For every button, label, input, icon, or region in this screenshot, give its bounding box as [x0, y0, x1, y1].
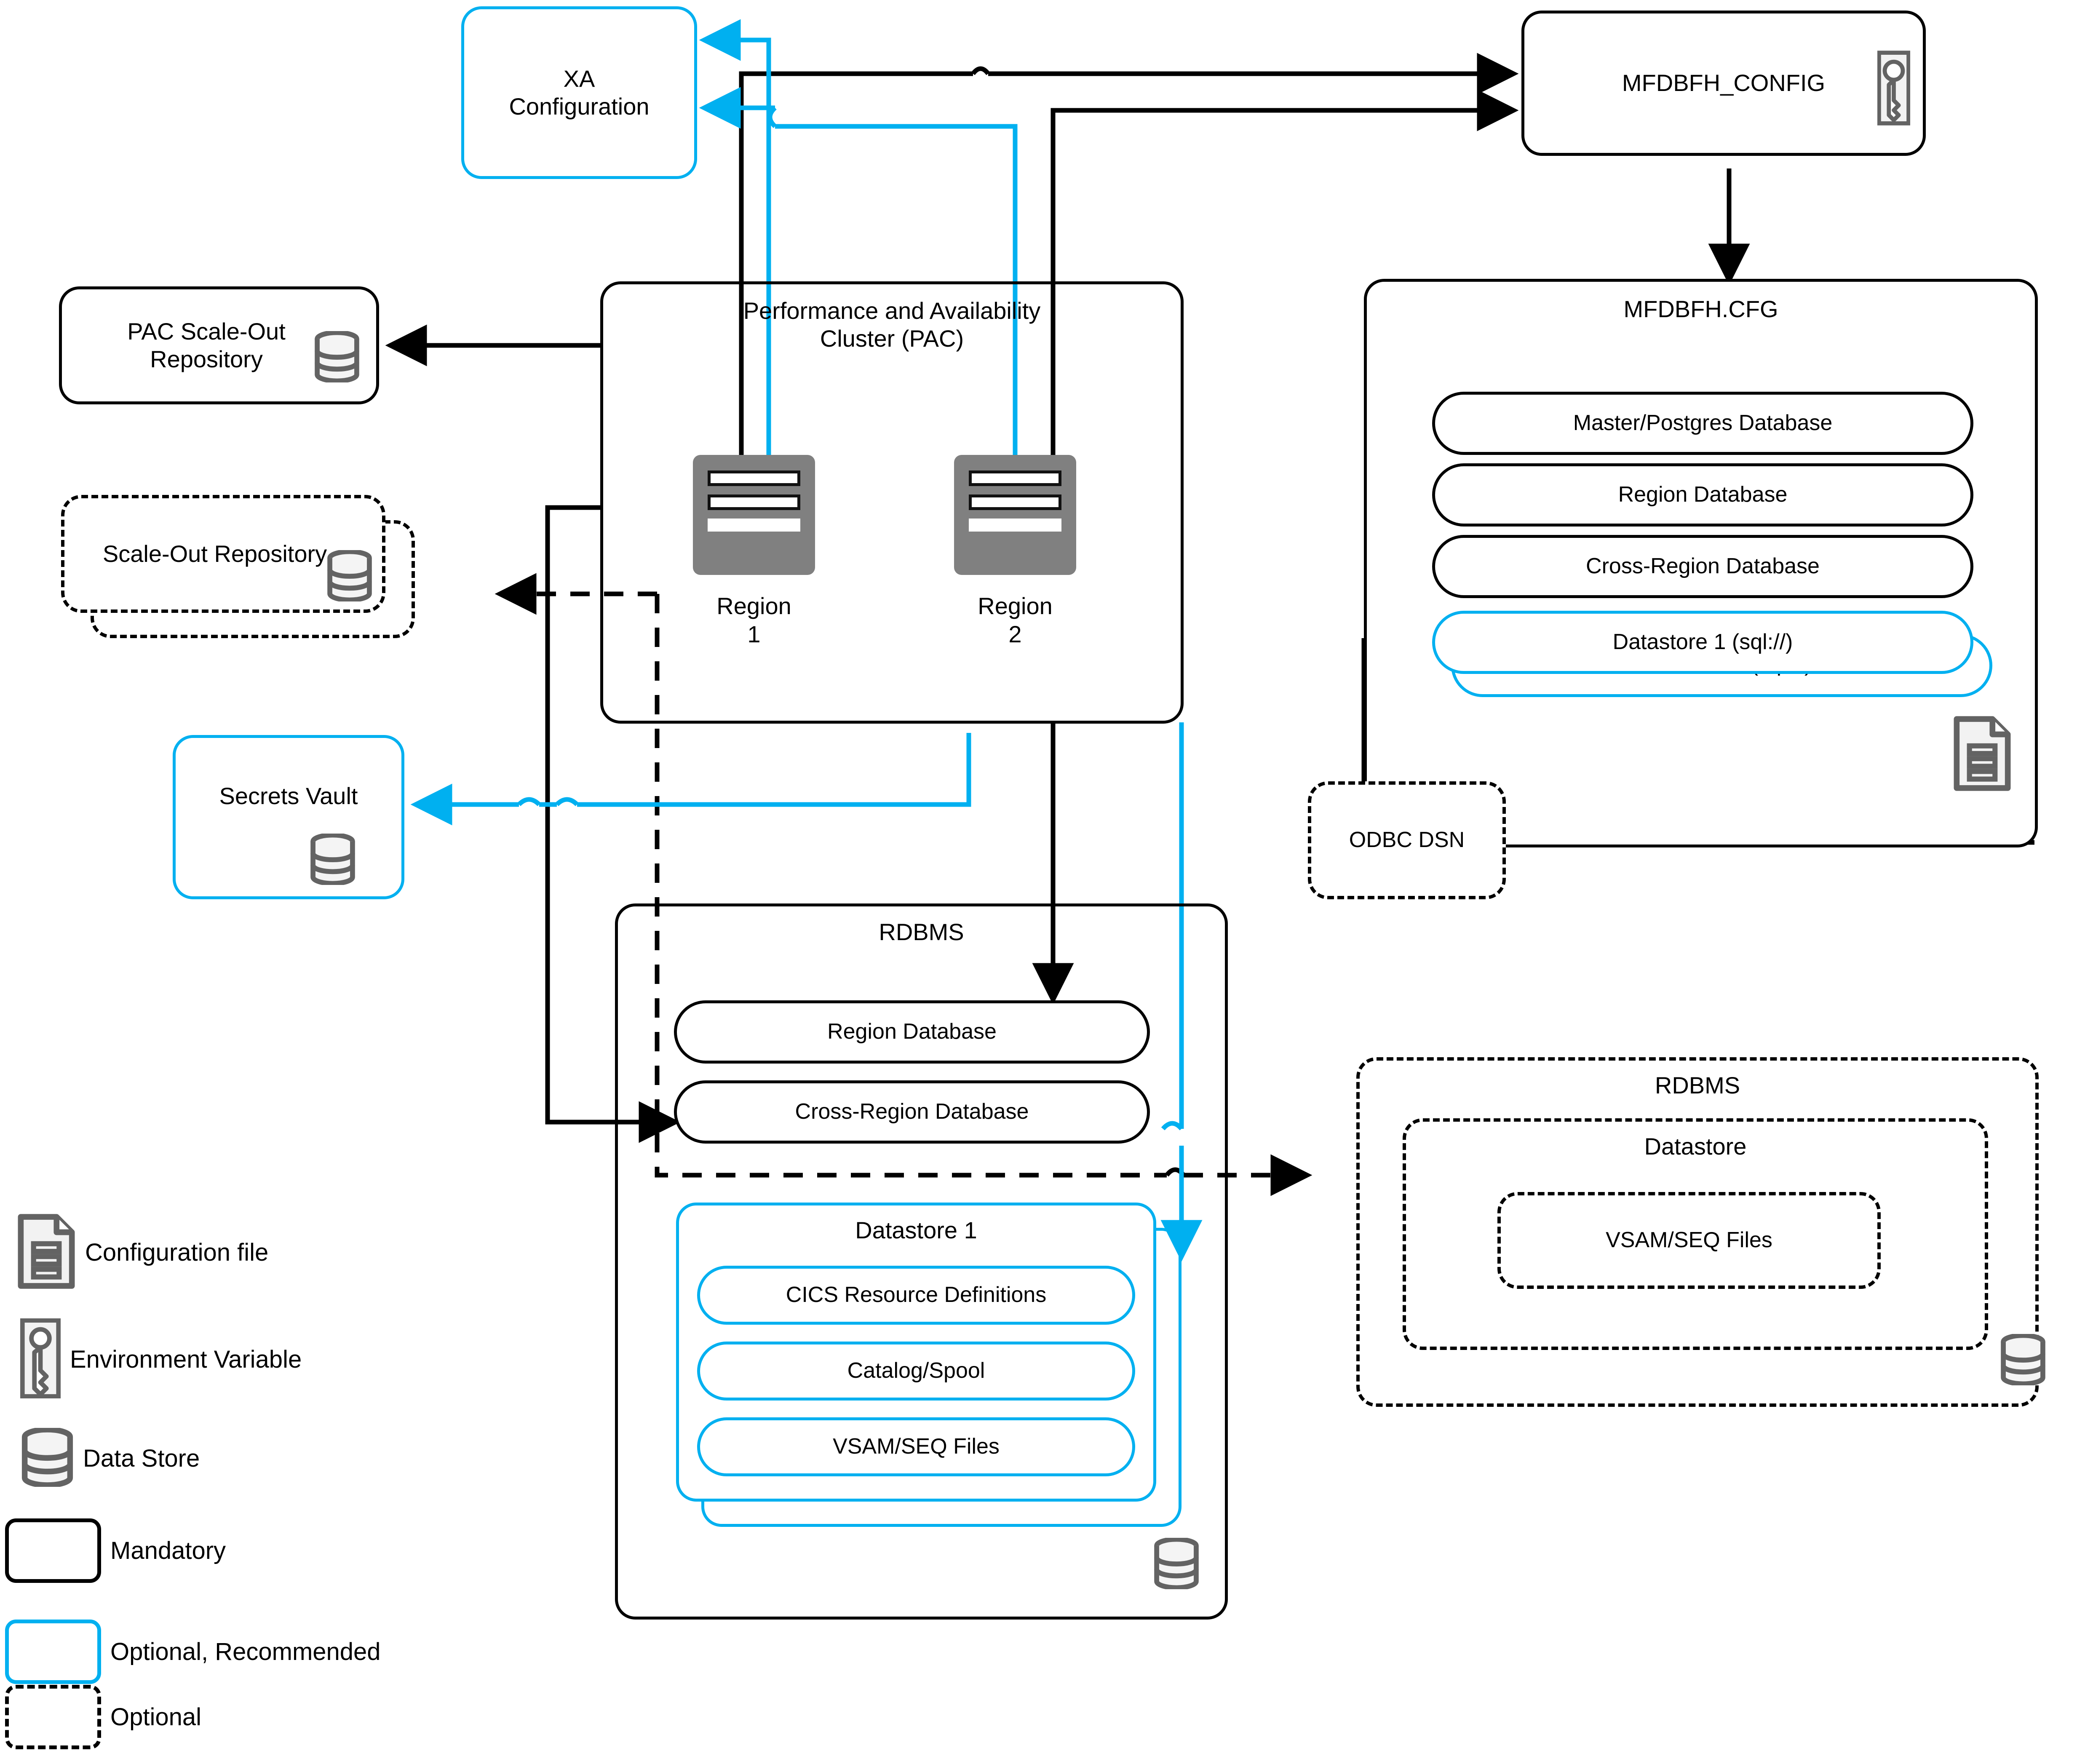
legend-item-optional: Optional: [5, 1685, 201, 1749]
entry-label: VSAM/SEQ Files: [833, 1434, 1000, 1459]
rdbms-right-files-label: VSAM/SEQ Files: [1606, 1228, 1772, 1253]
solid-cyan-box-swatch: [5, 1620, 101, 1684]
node-rdbms-right-vsam-seq-files[interactable]: VSAM/SEQ Files: [1497, 1192, 1881, 1289]
node-secrets-vault[interactable]: Secrets Vault: [173, 735, 404, 899]
legend-label: Mandatory: [110, 1537, 226, 1564]
node-rdbms-right[interactable]: RDBMS: [1356, 1057, 2045, 1407]
legend-label: Optional, Recommended: [110, 1638, 381, 1665]
rdbms-center-title: RDBMS: [879, 919, 964, 945]
node-rdbms-right-datastore[interactable]: Datastore: [1403, 1118, 1988, 1350]
data-store-icon: [21, 1427, 74, 1489]
node-odbc-dsn[interactable]: ODBC DSN: [1308, 781, 1506, 899]
node-region-2[interactable]: Region 2: [944, 583, 1087, 657]
node-xa-configuration[interactable]: XA Configuration: [461, 6, 697, 179]
entry-label: Datastore 1 (sql://): [1612, 630, 1793, 655]
region-1-label: Region 1: [716, 593, 791, 647]
legend-label: Optional: [110, 1703, 202, 1731]
mfdbfh-config-label: MFDBFH_CONFIG: [1622, 69, 1826, 96]
region-2-server-icon: [954, 455, 1076, 575]
pac-scale-out-repository-label: PAC Scale-Out Repository: [127, 318, 286, 372]
environment-variable-icon: [1877, 51, 1911, 128]
legend-item-configuration-file: Configuration file: [17, 1213, 268, 1292]
odbc-dsn-label: ODBC DSN: [1349, 828, 1465, 853]
data-store-icon: [2000, 1333, 2046, 1387]
legend-item-environment-variable: Environment Variable: [20, 1318, 302, 1401]
legend-item-optional-recommended: Optional, Recommended: [5, 1620, 381, 1684]
node-scale-out-repository[interactable]: Scale-Out Repository: [61, 495, 385, 613]
mfdbfh-cfg-entry-cross-region-database[interactable]: Cross-Region Database: [1432, 535, 1973, 598]
rdbms-center-entry-cross-region-database[interactable]: Cross-Region Database: [674, 1080, 1150, 1144]
mfdbfh-cfg-entry-region-database[interactable]: Region Database: [1432, 463, 1973, 527]
legend-label: Environment Variable: [70, 1346, 302, 1373]
data-store-icon: [314, 330, 360, 385]
legend-label: Data Store: [83, 1445, 200, 1472]
mfdbfh-cfg-entry-datastore-1[interactable]: Datastore 1 (sql://): [1432, 611, 1973, 674]
node-region-1[interactable]: Region 1: [682, 583, 826, 657]
entry-label: CICS Resource Definitions: [786, 1283, 1047, 1307]
entry-label: Cross-Region Database: [1586, 554, 1820, 579]
entry-label: Cross-Region Database: [795, 1099, 1029, 1124]
rdbms-right-datastore-title: Datastore: [1644, 1133, 1747, 1160]
region-1-server-icon: [693, 455, 815, 575]
datastore-1-entry-vsam-seq-files[interactable]: VSAM/SEQ Files: [697, 1417, 1135, 1476]
datastore-1-entry-cics-resource-definitions[interactable]: CICS Resource Definitions: [697, 1266, 1135, 1325]
configuration-file-icon: [1953, 715, 2012, 794]
environment-variable-icon: [20, 1318, 61, 1401]
node-mfdbfh-config-env[interactable]: MFDBFH_CONFIG: [1521, 11, 1926, 156]
data-store-icon: [1153, 1537, 1200, 1591]
secrets-vault-label: Secrets Vault: [219, 783, 358, 809]
entry-label: Region Database: [1618, 482, 1788, 507]
legend-label: Configuration file: [85, 1239, 269, 1266]
solid-black-box-swatch: [5, 1518, 101, 1583]
dashed-black-box-swatch: [5, 1685, 101, 1749]
data-store-icon: [310, 832, 356, 887]
legend-item-mandatory: Mandatory: [5, 1518, 226, 1583]
entry-label: Master/Postgres Database: [1573, 411, 1833, 436]
rdbms-right-title: RDBMS: [1655, 1072, 1740, 1098]
mfdbfh-cfg-entry-master-postgres-database[interactable]: Master/Postgres Database: [1432, 392, 1973, 455]
region-2-label: Region 2: [978, 593, 1053, 647]
data-store-icon: [326, 549, 373, 604]
pac-cluster-title: Performance and Availability Cluster (PA…: [743, 297, 1041, 352]
datastore-1-entry-catalog-spool[interactable]: Catalog/Spool: [697, 1342, 1135, 1401]
node-rdbms-center[interactable]: RDBMS: [615, 903, 1228, 1620]
entry-label: Region Database: [827, 1019, 997, 1044]
scale-out-repository-label: Scale-Out Repository: [102, 540, 327, 567]
entry-label: Catalog/Spool: [847, 1358, 985, 1383]
configuration-file-icon: [17, 1213, 76, 1292]
legend-item-data-store: Data Store: [21, 1427, 200, 1489]
node-pac-scale-out-repository[interactable]: PAC Scale-Out Repository: [59, 286, 379, 404]
node-pac-cluster[interactable]: Performance and Availability Cluster (PA…: [600, 281, 1184, 724]
mfdbfh-cfg-title: MFDBFH.CFG: [1623, 296, 1778, 322]
datastore-1-title: Datastore 1: [855, 1217, 977, 1243]
rdbms-center-entry-region-database[interactable]: Region Database: [674, 1000, 1150, 1064]
xa-configuration-label: XA Configuration: [509, 65, 650, 120]
